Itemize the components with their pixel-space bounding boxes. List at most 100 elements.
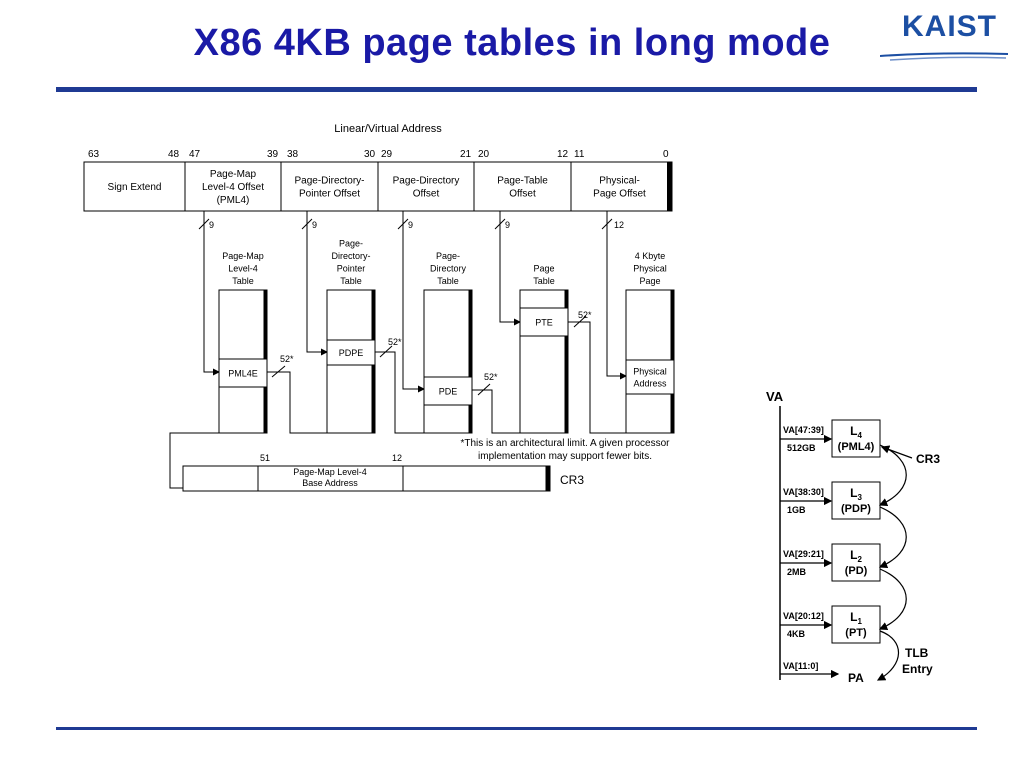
table-title: Page	[533, 264, 554, 274]
field-label: Page Offset	[593, 189, 646, 200]
table-title: Page-	[339, 239, 363, 249]
cr3-field-label: Page-Map Level-4	[293, 467, 367, 477]
table-title: Page-Map	[222, 251, 264, 261]
bit-label: 20	[478, 149, 490, 160]
table-title: Pointer	[337, 264, 366, 274]
cr3-register	[182, 465, 551, 492]
tlb-label: TLB	[905, 646, 929, 660]
entry-label: Physical	[633, 367, 667, 377]
level-range: VA[47:39]	[783, 425, 824, 435]
level-paren: (PT)	[845, 627, 867, 639]
width-label: 12	[614, 220, 624, 230]
table-title: Physical	[633, 264, 667, 274]
width-slashes	[198, 218, 613, 230]
field-label: Offset	[509, 189, 536, 200]
cr3-name: CR3	[560, 473, 584, 487]
level-range: VA[38:30]	[783, 487, 824, 497]
tlb-label: Entry	[902, 662, 933, 676]
field-label: Sign Extend	[108, 182, 162, 193]
level-paren: (PML4)	[838, 441, 875, 453]
table-title: Directory	[430, 264, 467, 274]
entry-label: Address	[633, 379, 667, 389]
table-title: Table	[533, 276, 555, 286]
bit-label: 48	[168, 149, 180, 160]
footer-rule	[56, 727, 977, 730]
bit-label: 0	[663, 149, 669, 160]
level-range: VA[20:12]	[783, 611, 824, 621]
table-title: Page-	[436, 251, 460, 261]
level-paren: (PDP)	[841, 503, 871, 515]
bit-label: 11	[574, 149, 585, 160]
entry-label: PML4E	[228, 369, 258, 379]
width-label: 9	[505, 220, 510, 230]
field-label: Physical-	[599, 176, 640, 187]
level-box	[831, 543, 881, 582]
table-title: Table	[437, 276, 459, 286]
footnote-line: *This is an architectural limit. A given…	[461, 438, 671, 449]
bit-label: 29	[381, 149, 393, 160]
cr3-bit-high: 51	[260, 453, 270, 463]
pointer-slashes	[271, 315, 587, 396]
bit-label: 21	[460, 149, 472, 160]
va-label: VA	[766, 389, 784, 404]
bit-label: 12	[557, 149, 569, 160]
level-size: 1GB	[787, 505, 806, 515]
kaist-logo: KAIST	[879, 8, 1010, 68]
field-label: Pointer Offset	[299, 189, 360, 200]
table-title: Table	[232, 276, 254, 286]
field-label: Offset	[413, 189, 440, 200]
field-width-labels: 9 9 9 9 12	[209, 220, 624, 230]
cr3-bit-low: 12	[392, 453, 402, 463]
level-size: 4KB	[787, 629, 806, 639]
pa-label: PA	[848, 671, 864, 685]
logo-text: KAIST	[902, 10, 997, 43]
field-label: Level-4 Offset	[202, 182, 264, 193]
width-label: 9	[408, 220, 413, 230]
linear-address-title: Linear/Virtual Address	[334, 123, 442, 135]
cr3-walk-label: CR3	[916, 452, 940, 466]
walk-curve	[878, 444, 907, 507]
field-label: Page-Table	[497, 176, 548, 187]
linear-address-fields	[83, 161, 673, 212]
walk-curve	[878, 568, 907, 631]
field-label: (PML4)	[217, 195, 250, 206]
level-range: VA[29:21]	[783, 549, 824, 559]
walk-curve	[876, 630, 900, 681]
bit-label: 47	[189, 149, 201, 160]
bit-label: 30	[364, 149, 376, 160]
level-size: 512GB	[787, 443, 816, 453]
field-label: Page-Map	[210, 169, 257, 180]
logo-swoosh	[879, 52, 1009, 61]
field-label: Page-Directory-	[294, 176, 364, 187]
entry-label: PTE	[535, 318, 553, 328]
footnote-line: implementation may support fewer bits.	[478, 451, 652, 462]
footnote: *This is an architectural limit. A given…	[461, 438, 671, 462]
level-size: 2MB	[787, 567, 807, 577]
table-title: Page	[639, 276, 660, 286]
field-label: Page-Directory	[393, 176, 460, 187]
pointer-width-label: 52*	[280, 354, 294, 364]
width-label: 9	[312, 220, 317, 230]
table-title: 4 Kbyte	[635, 251, 666, 261]
entry-label: PDE	[439, 387, 458, 397]
pointer-width-label: 52*	[578, 310, 592, 320]
walk-curve	[878, 506, 907, 569]
page-walk-diagram: VAVA[47:39]512GBL4(PML4)VA[38:30]1GBL3(P…	[766, 389, 940, 685]
level-paren: (PD)	[845, 565, 868, 577]
bit-label: 39	[267, 149, 279, 160]
entry-label: PDPE	[339, 348, 364, 358]
pointer-width-label: 52*	[388, 337, 402, 347]
table-title: Table	[340, 276, 362, 286]
table-title: Level-4	[228, 264, 258, 274]
slide-title: X86 4KB page tables in long mode	[193, 22, 831, 64]
pointer-width-label: 52*	[484, 372, 498, 382]
table-titles: Page-MapLevel-4TablePage-Directory-Point…	[222, 239, 667, 287]
index-lines	[203, 211, 627, 393]
width-label: 9	[209, 220, 214, 230]
title-underline	[56, 87, 977, 92]
